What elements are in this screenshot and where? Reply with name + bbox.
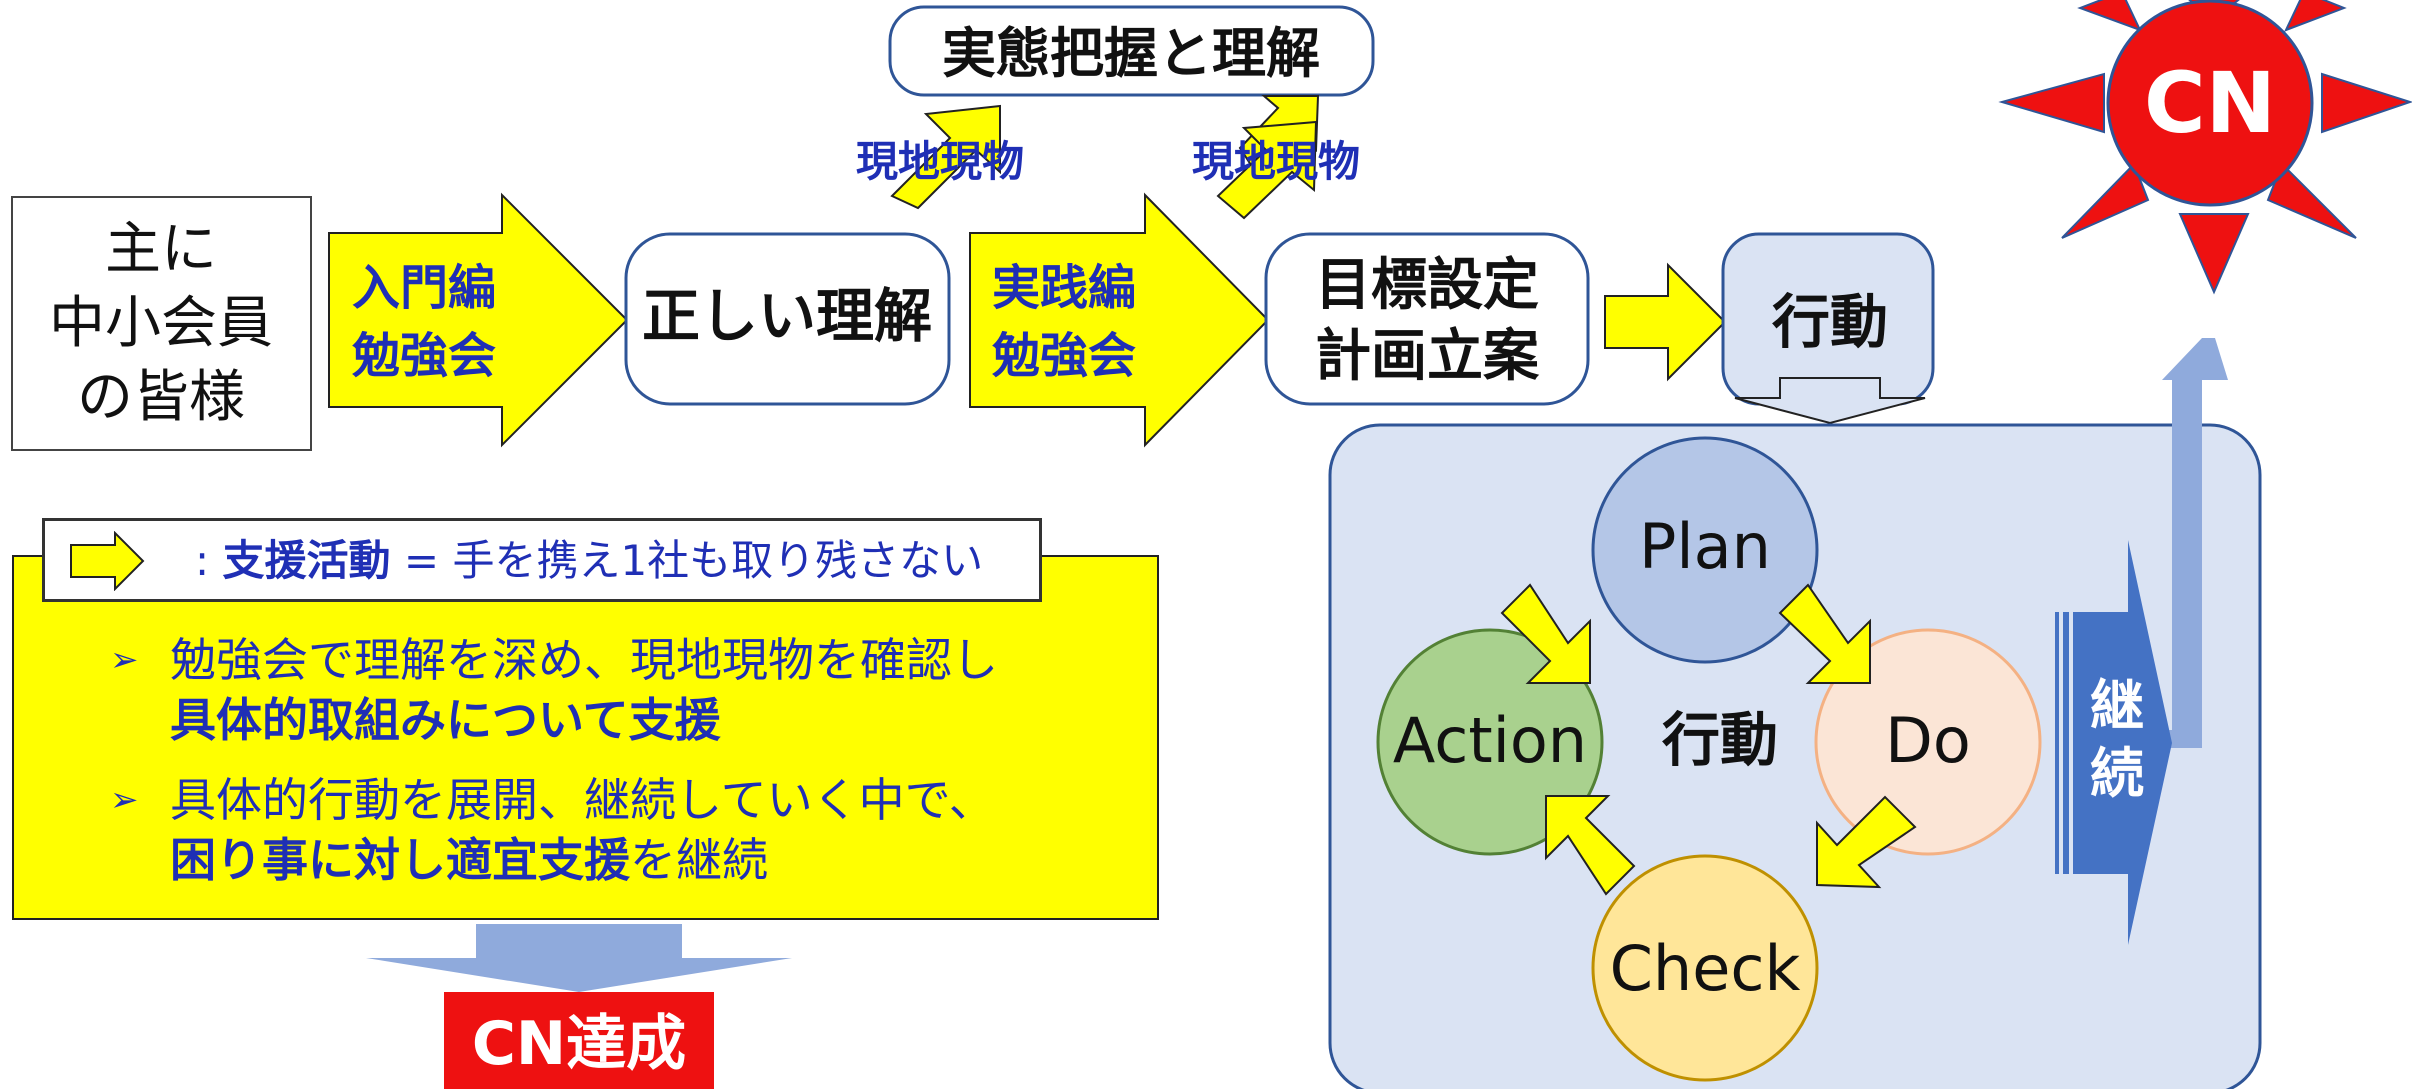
do-circle [1814, 628, 2042, 856]
intro-study-label-2: 勉強会 [352, 328, 496, 384]
genchi-label-2: 現地現物 [1192, 137, 1360, 186]
continue-to-cn-arrow [2162, 338, 2228, 745]
intro-study-arrow [328, 192, 629, 448]
continue-arrow: 継 続 [2055, 540, 2172, 945]
goal-planning-box [1264, 232, 1590, 406]
continue-stripe-2 [2063, 612, 2069, 874]
correct-understanding-box [624, 232, 951, 406]
situation-understanding-box [888, 5, 1375, 97]
continue-arrow-body [2073, 540, 2172, 945]
plan-to-do-arrow [1778, 583, 1871, 684]
do-to-check-arrow [1816, 795, 1917, 889]
bullet-arrow-icon: ➢ [110, 780, 139, 820]
goal-planning-line-1: 目標設定 [1315, 253, 1539, 318]
action-down-arrow [1734, 377, 1926, 425]
legend-equals: = [403, 536, 440, 585]
check-label: Check [1610, 932, 1801, 1005]
action-label: Action [1393, 704, 1587, 777]
bullet-1-bold: 具体的取組みについて支援 [170, 693, 721, 747]
bullet-1-line-1: 勉強会で理解を深め、現地現物を確認し [170, 633, 998, 687]
support-activity-header: : 支援活動 = 手を携え1社も取り残さない [42, 518, 1042, 602]
sun-ray-top-right [2284, 0, 2347, 32]
audience-line-1: 主に [105, 217, 217, 282]
support-bullet-2: ➢ 具体的行動を展開、継続していく中で、 困り事に対し適宜支援を継続 [110, 770, 1150, 890]
continue-stripe-1 [2055, 612, 2059, 874]
audience-line-2: 中小会員 [49, 291, 273, 356]
do-label: Do [1885, 704, 1971, 777]
sun-ray-top-left [2077, 0, 2142, 32]
to-action-arrow [1604, 262, 1727, 382]
situation-understanding-label: 実態把握と理解 [942, 22, 1320, 85]
sun-ray-right [2321, 72, 2412, 134]
sun-ray-bottom [2178, 213, 2250, 295]
bullet-arrow-icon: ➢ [110, 640, 139, 680]
genchi-label-1: 現地現物 [856, 137, 1024, 186]
continue-label-2: 続 [2090, 742, 2144, 805]
audience-line-3: の皆様 [77, 365, 245, 430]
sun-ray-bottom-left [2061, 162, 2150, 239]
practice-study-arrow [969, 192, 1270, 448]
down-to-cn-achieve-arrow [366, 924, 792, 992]
genchi-arrow-1 [890, 104, 1001, 210]
check-circle [1591, 854, 1819, 1082]
legend-description: 手を携え1社も取り残さない [452, 536, 984, 585]
goal-planning-line-2: 計画立案 [1315, 324, 1540, 389]
plan-label: Plan [1639, 510, 1771, 583]
practice-study-label-1: 実践編 [992, 260, 1136, 316]
continue-label-1: 継 [2090, 674, 2144, 737]
practice-study-label-2: 勉強会 [992, 328, 1136, 384]
yellow-arrow-icon [70, 531, 145, 591]
bullet-2-line-1: 具体的行動を展開、継続していく中で、 [170, 773, 995, 827]
correct-understanding-label: 正しい理解 [642, 282, 932, 350]
action-box-label: 行動 [1772, 288, 1888, 356]
sun-ray-left [1998, 72, 2105, 134]
support-activity-box [12, 555, 1159, 920]
cn-achieve-box [444, 992, 714, 1089]
bullet-2-bold: 困り事に対し適宜支援 [170, 833, 630, 887]
bullet-2-rest: を継続 [630, 833, 768, 887]
plan-circle [1591, 436, 1819, 664]
cn-sun: CN [1998, 0, 2412, 295]
sun-core [2106, 0, 2314, 207]
pdca-panel [1328, 423, 2262, 1089]
check-to-action-arrow [1545, 795, 1636, 896]
legend-label: 支援活動 [222, 536, 391, 585]
audience-box [11, 196, 312, 451]
intro-study-label-1: 入門編 [352, 260, 496, 316]
action-to-plan-arrow [1500, 583, 1591, 684]
support-bullet-1: ➢ 勉強会で理解を深め、現地現物を確認し 具体的取組みについて支援 [110, 630, 1150, 750]
pdca-center-label: 行動 [1662, 706, 1778, 774]
support-bullet-list: ➢ 勉強会で理解を深め、現地現物を確認し 具体的取組みについて支援 ➢ 具体的行… [110, 630, 1150, 910]
legend-separator: : [195, 536, 210, 585]
cn-sun-label: CN [2144, 54, 2276, 152]
genchi-arrow-3 [1216, 120, 1318, 220]
cn-achieve-label: CN達成 [472, 1009, 686, 1079]
support-activity-definition: : 支援活動 = 手を携え1社も取り残さない [195, 531, 983, 591]
